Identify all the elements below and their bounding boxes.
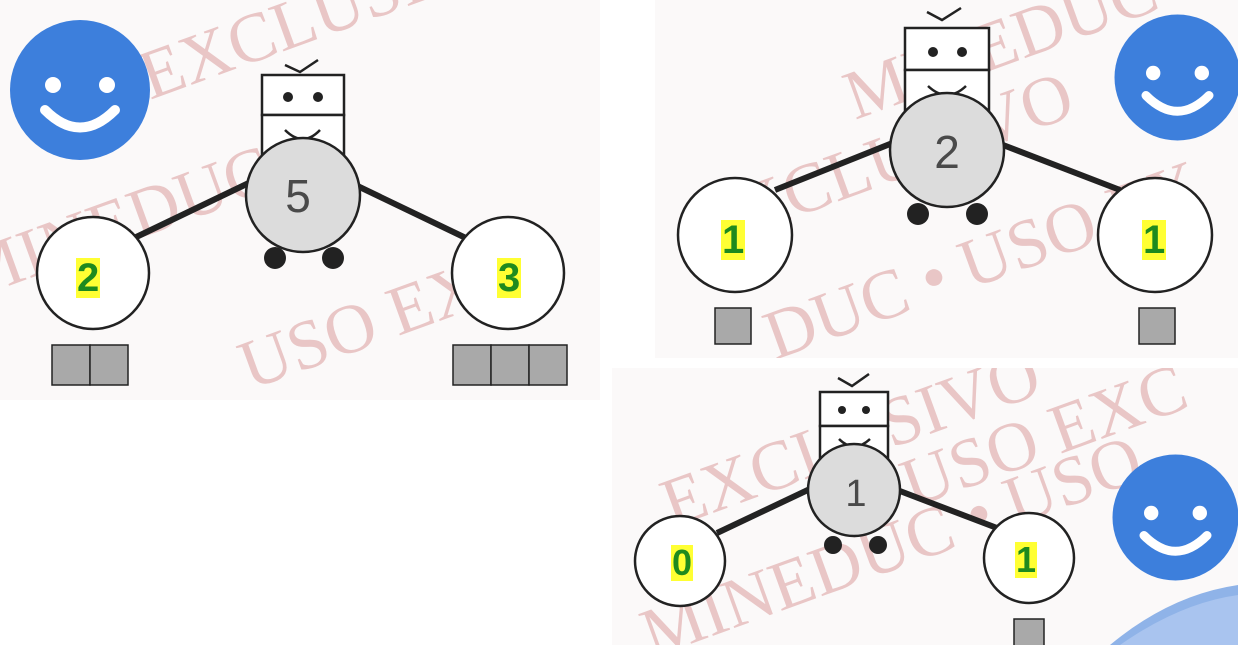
robot-wheel xyxy=(907,203,929,225)
connector-line xyxy=(128,177,257,243)
robot-body xyxy=(244,136,362,254)
count-box xyxy=(490,344,530,386)
connector-line xyxy=(890,485,999,531)
robot-eye xyxy=(283,92,293,102)
right-answer: 3 xyxy=(497,256,522,300)
left-answer: 1 xyxy=(721,218,746,262)
count-box xyxy=(89,344,129,386)
smiley-icon xyxy=(10,20,150,160)
count-box xyxy=(714,307,752,345)
robot-wheel xyxy=(264,247,286,269)
right-answer: 1 xyxy=(1142,218,1167,262)
connector-line xyxy=(988,137,1122,193)
count-box xyxy=(528,344,568,386)
connector-line xyxy=(715,485,814,536)
robot-eye xyxy=(957,47,967,57)
count-box xyxy=(51,344,91,386)
robot-antenna xyxy=(926,6,962,22)
robot-wheel xyxy=(869,536,887,554)
robot-eye xyxy=(838,406,846,414)
robot-diagram: EXCLUSIVO MINEDUC • USO EXCL 5 xyxy=(0,0,575,400)
smiley-icon xyxy=(1112,454,1238,581)
robot-eye xyxy=(862,406,870,414)
robot-head-top xyxy=(260,73,346,117)
connector-line xyxy=(343,177,472,243)
robot-wheel xyxy=(966,203,988,225)
robot-total: 5 xyxy=(285,170,311,222)
robot-head-top xyxy=(903,26,991,72)
left-answer: 0 xyxy=(671,542,694,583)
robot-antenna xyxy=(284,58,319,74)
robot-wheel xyxy=(322,247,344,269)
number-bond-panel-5: EXCLUSIVO MINEDUC • USO EXCL 5 2 3 xyxy=(0,0,600,400)
robot-wheel xyxy=(824,536,842,554)
count-box xyxy=(1138,307,1176,345)
robot-total: 1 xyxy=(845,473,866,515)
robot-eye xyxy=(313,92,323,102)
robot-antenna xyxy=(837,372,870,388)
left-answer: 2 xyxy=(76,256,101,300)
robot-total: 2 xyxy=(934,126,960,178)
robot-eye xyxy=(928,47,938,57)
decorative-swoosh xyxy=(1110,585,1238,645)
robot-diagram: EXCLUSIVO USO EXC MINEDUC • USO 1 xyxy=(631,368,1197,645)
robot-head-top xyxy=(818,390,890,428)
count-box xyxy=(452,344,492,386)
number-bond-panel-2: EXCLUSIVO MINEDUC DUC • USO EX 2 1 1 xyxy=(655,0,1238,358)
smiley-icon xyxy=(1114,14,1238,141)
connector-line xyxy=(773,137,902,193)
right-answer: 1 xyxy=(1015,539,1038,580)
count-box xyxy=(1013,618,1045,645)
robot-body xyxy=(888,91,1006,209)
number-bond-panel-1: EXCLUSIVO USO EXC MINEDUC • USO 1 0 1 xyxy=(612,368,1238,645)
robot-body xyxy=(806,442,902,538)
robot-diagram: EXCLUSIVO MINEDUC DUC • USO EX 2 xyxy=(676,0,1214,358)
